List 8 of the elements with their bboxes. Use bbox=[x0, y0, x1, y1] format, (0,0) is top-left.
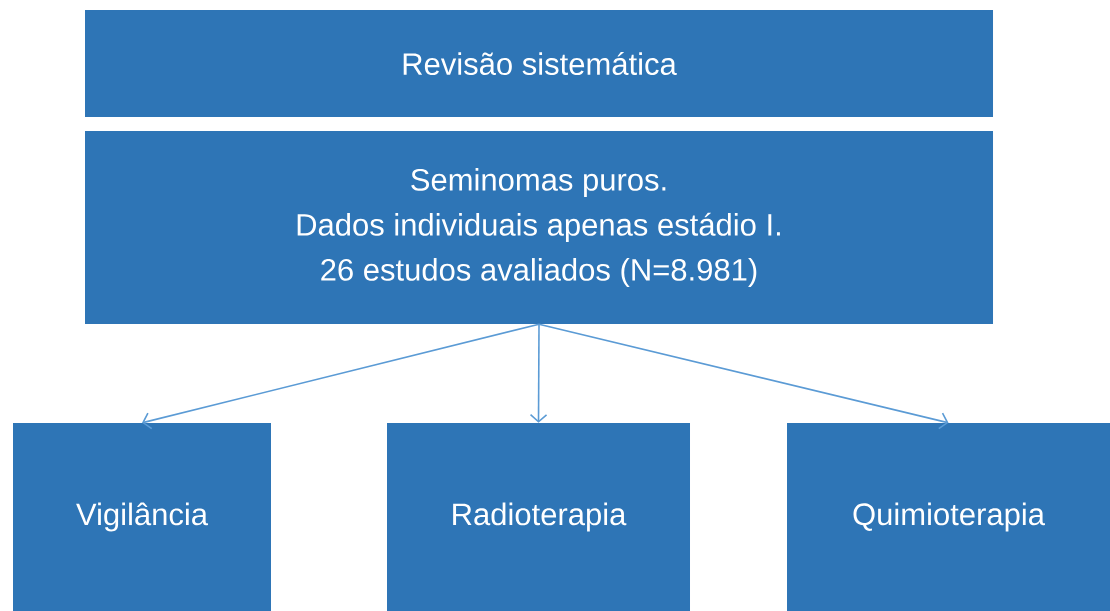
arrow bbox=[529, 323, 548, 423]
arrow bbox=[538, 323, 949, 430]
title-box: Revisão sistemática bbox=[85, 10, 993, 117]
criteria-box: Seminomas puros. Dados individuais apenas estádio I. 26 estudos avaliados (N=8.981) bbox=[85, 131, 993, 324]
option-box: Vigilância bbox=[13, 423, 271, 611]
arrow bbox=[142, 323, 540, 430]
option-box: Quimioterapia bbox=[787, 423, 1110, 611]
option-box: Radioterapia bbox=[387, 423, 690, 611]
